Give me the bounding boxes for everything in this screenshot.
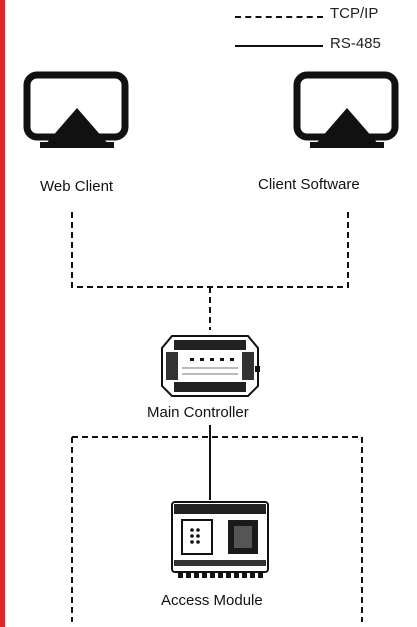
accent-bar — [0, 0, 5, 627]
client-software-monitor-icon — [293, 71, 399, 148]
access-module-icon — [171, 501, 269, 578]
web-client-label: Web Client — [40, 178, 114, 195]
web-client-monitor-icon — [23, 71, 129, 148]
main-controller-label: Main Controller — [147, 404, 249, 421]
legend-dashed-line — [235, 16, 323, 18]
legend-rs485-label: RS-485 — [330, 35, 381, 52]
client-software-label: Client Software — [258, 176, 360, 193]
legend-tcpip-label: TCP/IP — [330, 5, 379, 22]
controller-board-icon — [161, 335, 260, 397]
legend-solid-line — [235, 45, 323, 47]
tcpip-client-link — [71, 212, 349, 288]
module-boundary-top-right — [72, 436, 363, 622]
access-module-label: Access Module — [161, 592, 263, 609]
